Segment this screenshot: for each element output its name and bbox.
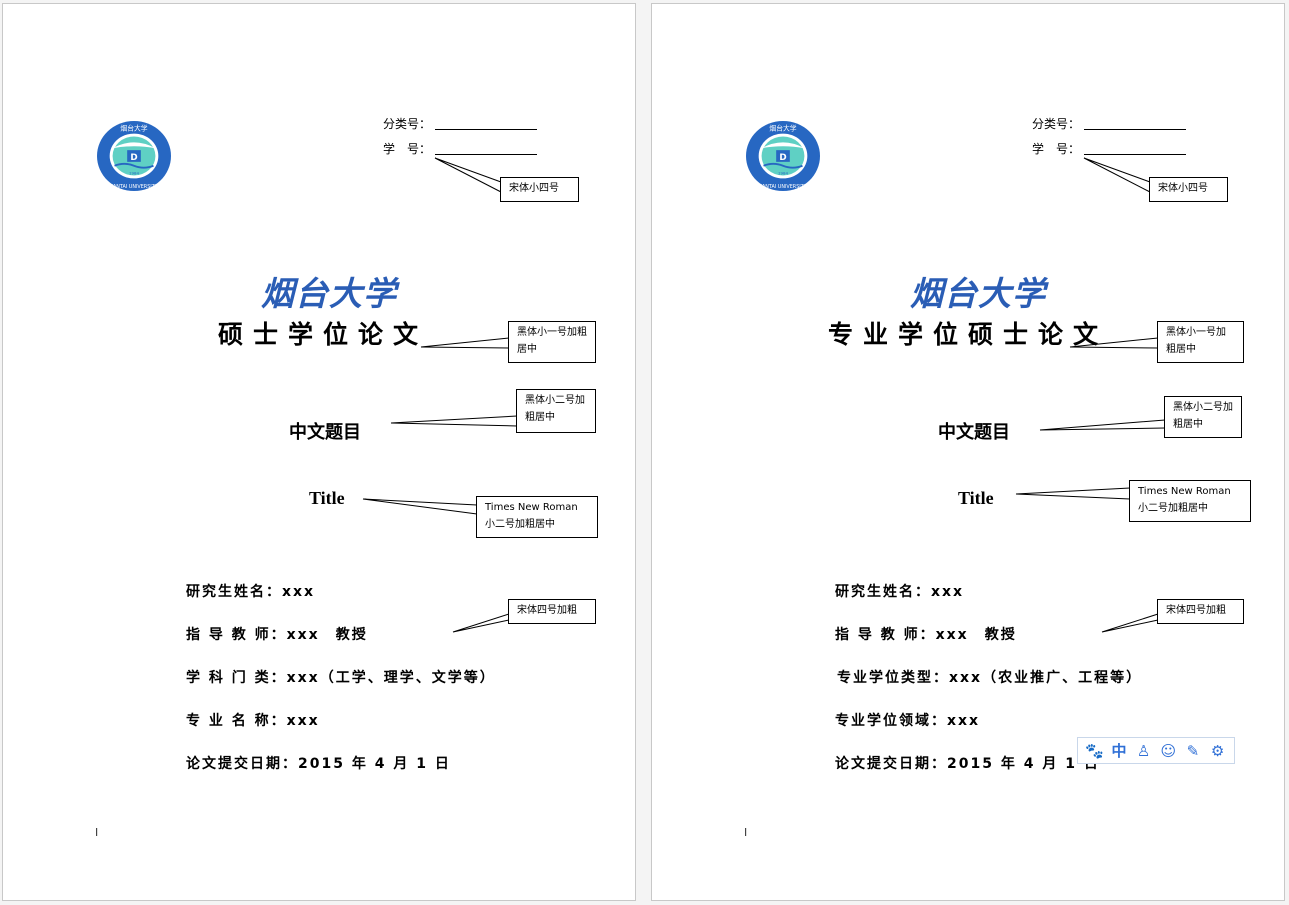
university-name: 烟台大学 — [261, 274, 397, 313]
logo-en-text: YANTAI UNIVERSITY — [109, 184, 157, 190]
info-label: 指 导 教 师： — [186, 627, 287, 643]
info-label: 专业学位领域： — [835, 713, 947, 729]
chinese-title: 中文题目 — [938, 422, 1010, 443]
callout-cn-title-font: 黑体小二号加粗居中 — [516, 389, 596, 433]
info-value: xxx（工学、理学、文学等） — [286, 670, 496, 686]
callout-cn-title-font: 黑体小二号加粗居中 — [1164, 396, 1242, 438]
info-supervisor: 指 导 教 师：xxx 教授 — [186, 624, 368, 644]
info-major: 专 业 名 称：xxx — [186, 710, 320, 730]
student-number-label: 学 号： — [1032, 142, 1081, 156]
info-degree-type: 专业学位类型：xxx（农业推广、工程等） — [837, 667, 1142, 687]
info-label: 学 科 门 类： — [186, 670, 287, 686]
info-label: 研究生姓名： — [186, 584, 282, 600]
text-cursor[interactable]: I — [95, 826, 99, 839]
text-cursor[interactable]: I — [744, 826, 748, 839]
info-discipline: 学 科 门 类：xxx（工学、理学、文学等） — [186, 667, 496, 687]
class-number-field[interactable] — [1084, 129, 1186, 130]
ime-toolbar: 🐾 中 ♙ ☺ ✎ ⚙ — [1077, 737, 1235, 764]
info-label: 专业学位类型： — [837, 670, 949, 686]
logo-en-text: YANTAI UNIVERSITY — [758, 184, 806, 190]
info-label: 研究生姓名： — [835, 584, 931, 600]
callout-title-font: 黑体小一号加粗居中 — [1157, 321, 1244, 363]
info-submit-date: 论文提交日期：2015 年 4 月 1 日 — [186, 753, 451, 773]
class-number-label: 分类号： — [383, 117, 432, 131]
info-value: 2015 年 4 月 1 日 — [298, 756, 451, 772]
callout-en-title-font: Times New Roman 小二号加粗居中 — [1129, 480, 1251, 522]
info-label: 指 导 教 师： — [835, 627, 936, 643]
student-number-field[interactable] — [1084, 154, 1186, 155]
info-label: 论文提交日期： — [186, 756, 298, 772]
chinese-title: 中文题目 — [289, 422, 361, 443]
info-degree-field: 专业学位领域：xxx — [835, 710, 980, 730]
user-icon[interactable]: ♙ — [1136, 741, 1151, 760]
callout-fields-font: 宋体小四号 — [1149, 177, 1228, 202]
document-page-academic: D 烟台大学 YANTAI UNIVERSITY 1984 分类号： 学 号： … — [2, 3, 636, 901]
info-value: xxx — [947, 713, 981, 729]
english-title: Title — [958, 488, 994, 508]
info-value: xxx — [286, 713, 320, 729]
english-title: Title — [309, 488, 345, 508]
class-number-field[interactable] — [435, 129, 537, 130]
logo-cn-text: 烟台大学 — [120, 124, 147, 133]
university-logo-icon: D 烟台大学 YANTAI UNIVERSITY 1984 — [97, 120, 171, 192]
callout-en-title-font: Times New Roman 小二号加粗居中 — [476, 496, 598, 538]
gear-icon[interactable]: ⚙ — [1210, 741, 1225, 760]
callout-info-font: 宋体四号加粗 — [1157, 599, 1244, 624]
logo-year-text: 1984 — [778, 171, 788, 176]
emoji-icon[interactable]: ☺ — [1160, 741, 1177, 760]
class-number-label: 分类号： — [1032, 117, 1081, 131]
thesis-type-title: 专业学位硕士论文 — [828, 320, 1109, 349]
chinese-mode-icon[interactable]: 中 — [1111, 742, 1127, 760]
document-page-professional: D 烟台大学 YANTAI UNIVERSITY 1984 分类号： 学 号： … — [651, 3, 1285, 901]
info-submit-date: 论文提交日期：2015 年 4 月 1 日 — [835, 753, 1100, 773]
student-number-label: 学 号： — [383, 142, 432, 156]
info-label: 专 业 名 称： — [186, 713, 287, 729]
callout-title-font: 黑体小一号加粗居中 — [508, 321, 596, 363]
callout-info-font: 宋体四号加粗 — [508, 599, 596, 624]
info-student-name: 研究生姓名：xxx — [186, 581, 315, 601]
info-student-name: 研究生姓名：xxx — [835, 581, 964, 601]
info-value: xxx（农业推广、工程等） — [949, 670, 1143, 686]
university-name: 烟台大学 — [910, 274, 1046, 313]
info-value: xxx — [931, 584, 965, 600]
info-value: xxx — [282, 584, 316, 600]
pen-icon[interactable]: ✎ — [1186, 741, 1200, 760]
info-label: 论文提交日期： — [835, 756, 947, 772]
callout-fields-font: 宋体小四号 — [500, 177, 579, 202]
thesis-type-title: 硕士学位论文 — [218, 320, 429, 349]
university-logo-icon: D 烟台大学 YANTAI UNIVERSITY 1984 — [746, 120, 820, 192]
student-number-field[interactable] — [435, 154, 537, 155]
info-value: xxx 教授 — [286, 627, 368, 643]
logo-year-text: 1984 — [129, 171, 139, 176]
logo-cn-text: 烟台大学 — [769, 124, 796, 133]
info-value: xxx 教授 — [935, 627, 1017, 643]
svg-text:D: D — [779, 153, 786, 163]
info-supervisor: 指 导 教 师：xxx 教授 — [835, 624, 1017, 644]
info-value: 2015 年 4 月 1 日 — [947, 756, 1100, 772]
svg-text:D: D — [130, 153, 137, 163]
paw-icon[interactable]: 🐾 — [1084, 741, 1104, 760]
